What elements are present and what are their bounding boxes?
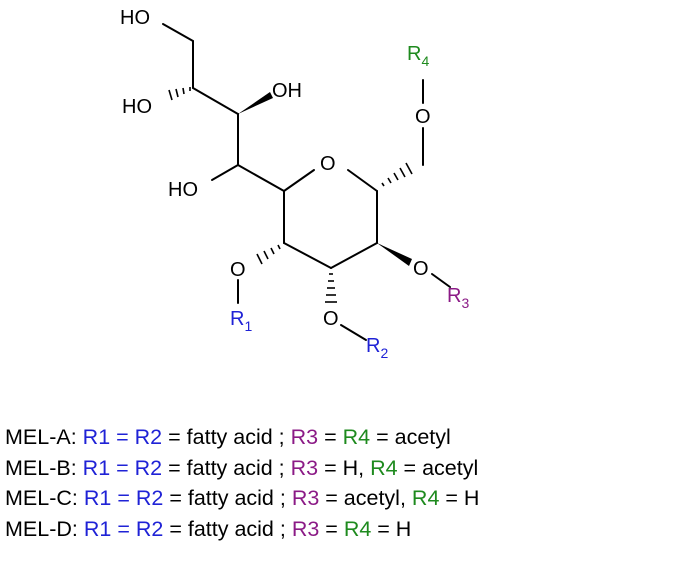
r4-label: R4 [370, 455, 398, 480]
oxygen-label-o3: O [413, 258, 429, 280]
legend-text: = fatty acid ; [162, 455, 291, 480]
legend-text: = acetyl [397, 455, 479, 480]
bond-c2r-c3r [330, 242, 378, 269]
bond-c3-ringc5 [237, 164, 285, 192]
legend-text: = fatty acid ; [163, 486, 292, 510]
legend-row-mel-d: MEL-D: R1 = R2 = fatty acid ; R3 = R4 = … [5, 514, 685, 545]
r1-r2-label: R1 = R2 [83, 486, 164, 510]
bond-o3-r3 [431, 273, 451, 288]
r2-label: R2 [366, 335, 388, 361]
bond-c3-ho [211, 164, 239, 181]
legend-row-mel-a: MEL-A: R1 = R2 = fatty acid ; R3 = R4 = … [5, 422, 685, 453]
bond-c5-ringo [283, 169, 315, 192]
bond-ho-ch2 [162, 23, 194, 42]
r3-label: R3 [291, 516, 320, 541]
ring-oxygen-label: O [320, 153, 336, 175]
hashed-wedge-c3r [325, 273, 337, 303]
r4-label: R4 [342, 425, 371, 449]
r1-label: R1 [230, 308, 252, 334]
variant-name: MEL-D: [5, 516, 78, 541]
legend-text: = H [439, 486, 480, 510]
legend-text: = fatty acid ; [163, 516, 292, 541]
hydroxyl-label-lower: HO [168, 179, 198, 201]
bold-wedge-c2r [377, 243, 412, 266]
legend-text: = H [371, 516, 412, 541]
hydroxyl-label-top: HO [120, 7, 150, 29]
r4-label: R4 [343, 516, 372, 541]
legend-text: = fatty acid ; [162, 425, 291, 449]
legend-text: = [318, 425, 343, 449]
legend-text: = H, [318, 455, 371, 480]
bold-wedge-c2 [238, 92, 273, 114]
r1-r2-label: R1 = R2 [82, 455, 163, 480]
r1-r2-label: R1 = R2 [82, 425, 163, 449]
legend-text: = acetyl, [319, 486, 412, 510]
hydroxyl-label-left: HO [122, 96, 152, 118]
oxygen-label-o2: O [323, 308, 339, 330]
legend-text: = [319, 516, 344, 541]
r4-label: R4 [411, 486, 440, 510]
r3-label: R3 [290, 425, 319, 449]
bond-ringo-c1r [347, 169, 378, 192]
r3-label: R3 [290, 455, 319, 480]
legend-text: = acetyl [370, 425, 451, 449]
r3-label: R3 [447, 285, 469, 311]
r1-r2-label: R1 = R2 [83, 516, 164, 541]
variant-name: MEL-C: [5, 486, 78, 510]
legend-row-mel-b: MEL-B: R1 = R2 = fatty acid ; R3 = H, R4… [5, 453, 685, 484]
hashed-wedge-c1r [381, 162, 413, 187]
bond-c1-c2 [192, 87, 239, 115]
oxygen-label-o4: O [415, 106, 431, 128]
bond-o2-r2 [340, 324, 367, 341]
r3-label: R3 [291, 486, 320, 510]
legend-row-mel-c: MEL-C: R1 = R2 = fatty acid ; R3 = acety… [5, 483, 685, 514]
variant-legend: MEL-A: R1 = R2 = fatty acid ; R3 = R4 = … [5, 422, 685, 544]
oxygen-label-o1: O [230, 259, 246, 281]
hydroxyl-label-right: OH [272, 80, 302, 102]
bond-c3r-c4r [283, 242, 332, 269]
r4-label: R4 [407, 43, 429, 69]
molecule-structure: HO HO OH HO O O O O O R4 R1 R2 R3 [120, 7, 469, 361]
hashed-wedge-c4r [256, 244, 281, 265]
variant-name: MEL-A: [5, 425, 77, 449]
hashed-wedge-c1 [168, 87, 191, 101]
variant-name: MEL-B: [5, 455, 77, 480]
